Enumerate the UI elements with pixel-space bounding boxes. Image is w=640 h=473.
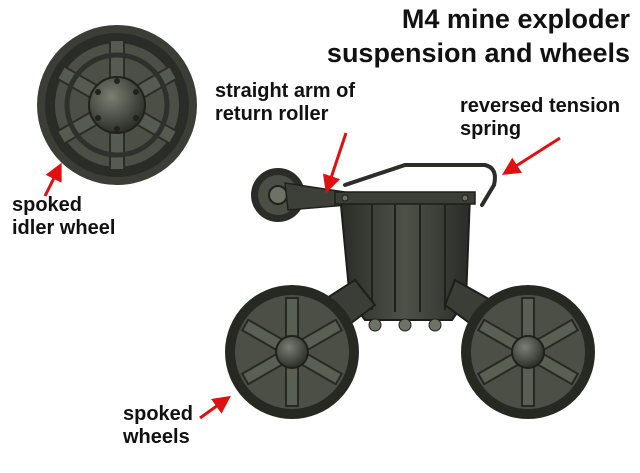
return-arm-label: straight arm of return roller	[215, 80, 355, 126]
diagram-title: M4 mine exploder suspension and wheels	[327, 2, 630, 70]
tension-spring	[343, 163, 497, 207]
title-line-1: M4 mine exploder	[401, 4, 630, 34]
spring-label-line-2: spring	[460, 118, 522, 140]
tension-spring-arrow	[501, 136, 561, 175]
idler-wheel-label: spoked idler wheel	[12, 194, 115, 240]
left-road-wheel	[225, 285, 359, 419]
road-wheels-label: spoked wheels	[123, 403, 193, 449]
wheels-label-line-1: spoked	[123, 403, 194, 425]
spring-label-line-1: reversed tension	[460, 95, 621, 117]
tension-spring-label: reversed tension spring	[460, 95, 620, 141]
title-line-2: suspension and wheels	[326, 38, 630, 68]
road-wheels-arrow	[199, 395, 231, 420]
wheels-label-line-2: wheels	[123, 426, 190, 448]
return-label-line-2: return roller	[215, 103, 329, 125]
right-road-wheel	[461, 285, 595, 419]
idler-wheel-arrow	[43, 162, 62, 197]
idler-wheel	[37, 25, 197, 185]
idler-label-line-1: spoked	[12, 194, 83, 216]
return-label-line-1: straight arm of	[215, 80, 356, 102]
return-arm-arrow	[323, 132, 348, 194]
idler-label-line-2: idler wheel	[12, 217, 116, 239]
